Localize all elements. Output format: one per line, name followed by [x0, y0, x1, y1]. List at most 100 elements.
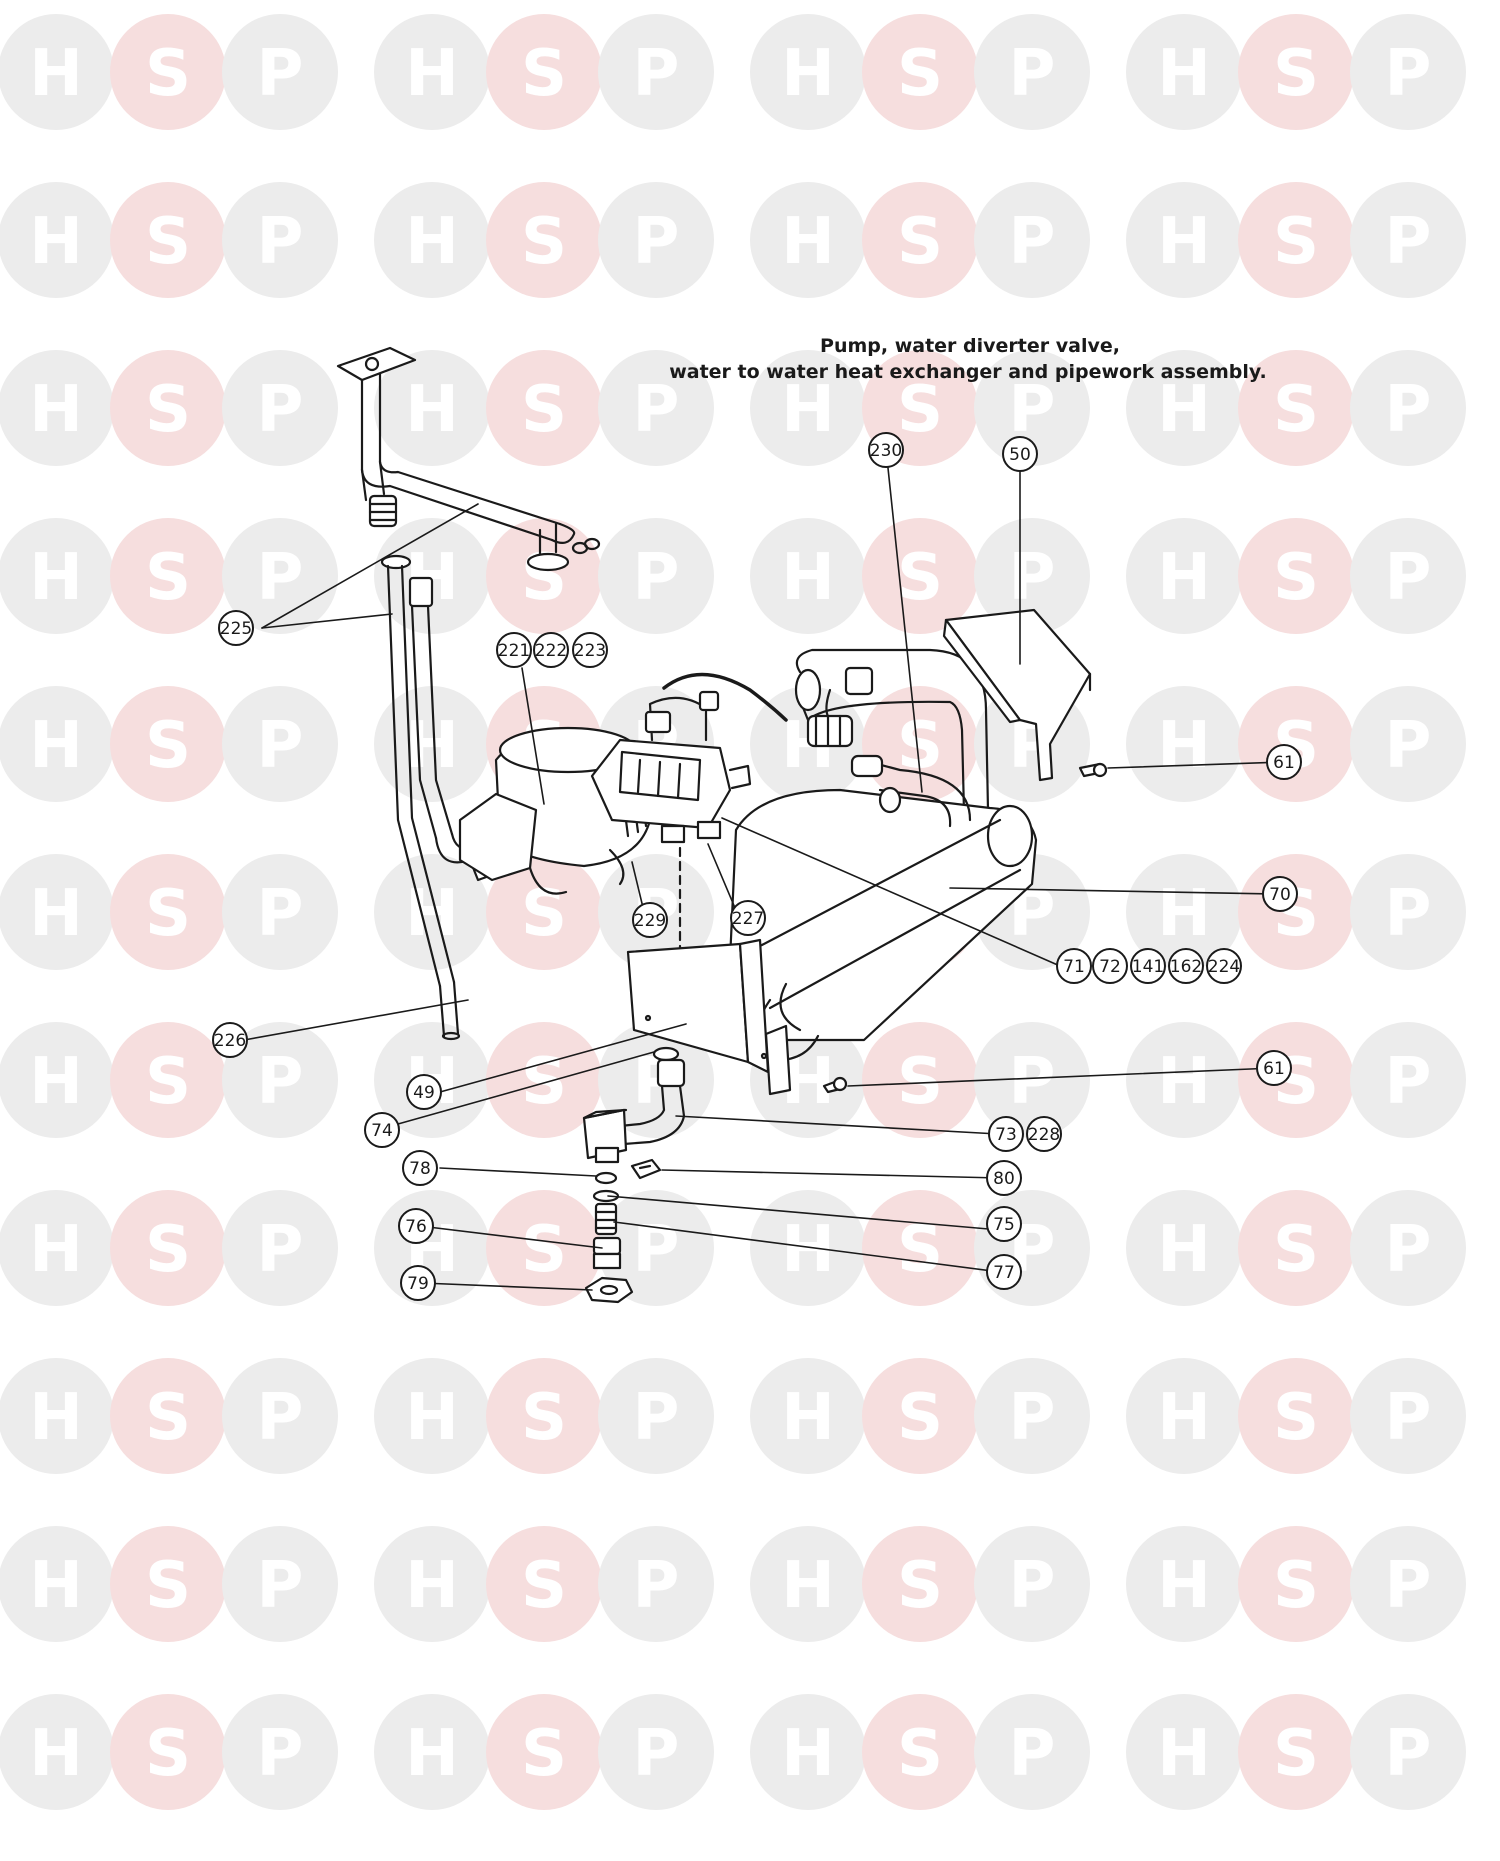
callout-circle — [1026, 1116, 1062, 1152]
callout-78: 78 — [402, 1150, 438, 1186]
watermark-tile: P — [1350, 350, 1466, 466]
watermark-tile: S — [1238, 182, 1354, 298]
watermark-letter: S — [1273, 1549, 1319, 1623]
watermark-circle — [222, 350, 338, 466]
watermark-letter: H — [29, 1549, 83, 1623]
watermark-circle — [1238, 518, 1354, 634]
watermark-letter: S — [145, 1045, 191, 1119]
watermark-circle — [974, 1526, 1090, 1642]
watermark-circle — [110, 518, 226, 634]
callout-77: 77 — [986, 1254, 1022, 1290]
watermark-tile: S — [110, 350, 226, 466]
watermark-letter: H — [1157, 1549, 1211, 1623]
watermark-letter: S — [145, 541, 191, 615]
watermark-circle — [1126, 1190, 1242, 1306]
watermark-circle — [1238, 182, 1354, 298]
watermark-circle — [750, 1358, 866, 1474]
callout-circle — [1206, 948, 1242, 984]
watermark-circle — [222, 854, 338, 970]
callout-circle — [402, 1150, 438, 1186]
callout-70: 70 — [1262, 876, 1298, 912]
watermark-circle — [750, 1526, 866, 1642]
watermark-tile: P — [1350, 1190, 1466, 1306]
watermark-letter: S — [897, 1381, 943, 1455]
watermark-tile: H — [1126, 1022, 1242, 1138]
callout-226: 226 — [212, 1022, 248, 1058]
watermark-letter: H — [781, 37, 835, 111]
watermark-circle — [1350, 854, 1466, 970]
watermark-tile: S — [862, 1190, 978, 1306]
watermark-tile: P — [974, 1358, 1090, 1474]
callout-number: 74 — [371, 1121, 393, 1141]
callout-circle — [212, 1022, 248, 1058]
callout-162: 162 — [1168, 948, 1204, 984]
watermark-letter: H — [1157, 205, 1211, 279]
small-parts — [584, 1158, 662, 1304]
watermark-tile: P — [598, 518, 714, 634]
watermark-letter: S — [145, 37, 191, 111]
callout-222: 222 — [533, 632, 569, 668]
watermark-letter: P — [1009, 1045, 1056, 1119]
watermark-circle — [750, 1190, 866, 1306]
watermark-letter: P — [1009, 1381, 1056, 1455]
watermark-tile: P — [974, 182, 1090, 298]
watermark-tile: S — [1238, 350, 1354, 466]
watermark-tile: P — [598, 1694, 714, 1810]
watermark-tile: S — [862, 14, 978, 130]
watermark-tile: H — [1126, 14, 1242, 130]
watermark-letter: S — [1273, 1213, 1319, 1287]
watermark-circle — [1126, 686, 1242, 802]
watermark-tile: S — [862, 182, 978, 298]
watermark-tile: H — [374, 854, 490, 970]
callout-number: 71 — [1063, 957, 1085, 977]
watermark-letter: P — [1385, 1213, 1432, 1287]
watermark-circle — [222, 1190, 338, 1306]
watermark-circle — [1350, 350, 1466, 466]
watermark-circle — [1350, 182, 1466, 298]
watermark-circle — [222, 1358, 338, 1474]
watermark-circle — [486, 14, 602, 130]
watermark-tile: H — [374, 1358, 490, 1474]
watermark-tile: S — [1238, 14, 1354, 130]
callout-number: 221 — [498, 641, 530, 661]
callout-circle — [406, 1074, 442, 1110]
watermark-circle — [598, 1022, 714, 1138]
callout-61: 61 — [1256, 1050, 1292, 1086]
watermark-letter: P — [1009, 205, 1056, 279]
watermark-letter: P — [1009, 373, 1056, 447]
watermark-circle — [598, 1358, 714, 1474]
watermark-letter: S — [521, 205, 567, 279]
watermark-letter: P — [1385, 709, 1432, 783]
watermark-circle — [974, 518, 1090, 634]
watermark-letter: P — [257, 877, 304, 951]
watermark-letter: P — [1385, 205, 1432, 279]
watermark-circle — [0, 350, 114, 466]
watermark-circle — [0, 1022, 114, 1138]
watermark-circle — [598, 350, 714, 466]
watermark-letter: S — [1273, 1717, 1319, 1791]
watermark-circle — [374, 1694, 490, 1810]
watermark-tile: H — [374, 1526, 490, 1642]
callout-number: 61 — [1273, 753, 1295, 773]
watermark-tile: S — [486, 1526, 602, 1642]
watermark-circle — [0, 1190, 114, 1306]
watermark-circle — [374, 686, 490, 802]
watermark-tile: P — [974, 1022, 1090, 1138]
callout-circle — [988, 1116, 1024, 1152]
watermark-letter: H — [405, 205, 459, 279]
watermark-tile: H — [1126, 182, 1242, 298]
watermark-tile: S — [1238, 854, 1354, 970]
watermark-letter: H — [29, 1381, 83, 1455]
watermark-circle — [1350, 1358, 1466, 1474]
watermark-tile: P — [1350, 1022, 1466, 1138]
watermark-letter: S — [521, 1381, 567, 1455]
watermark-tile: S — [486, 1694, 602, 1810]
watermark-circle — [110, 686, 226, 802]
watermark-circle — [486, 350, 602, 466]
watermark-tile: S — [110, 14, 226, 130]
watermark-circle — [0, 1526, 114, 1642]
watermark-tile: H — [750, 518, 866, 634]
callout-number: 162 — [1170, 957, 1202, 977]
title-line-2: water to water heat exchanger and pipewo… — [669, 361, 1267, 383]
callout-circle — [398, 1208, 434, 1244]
